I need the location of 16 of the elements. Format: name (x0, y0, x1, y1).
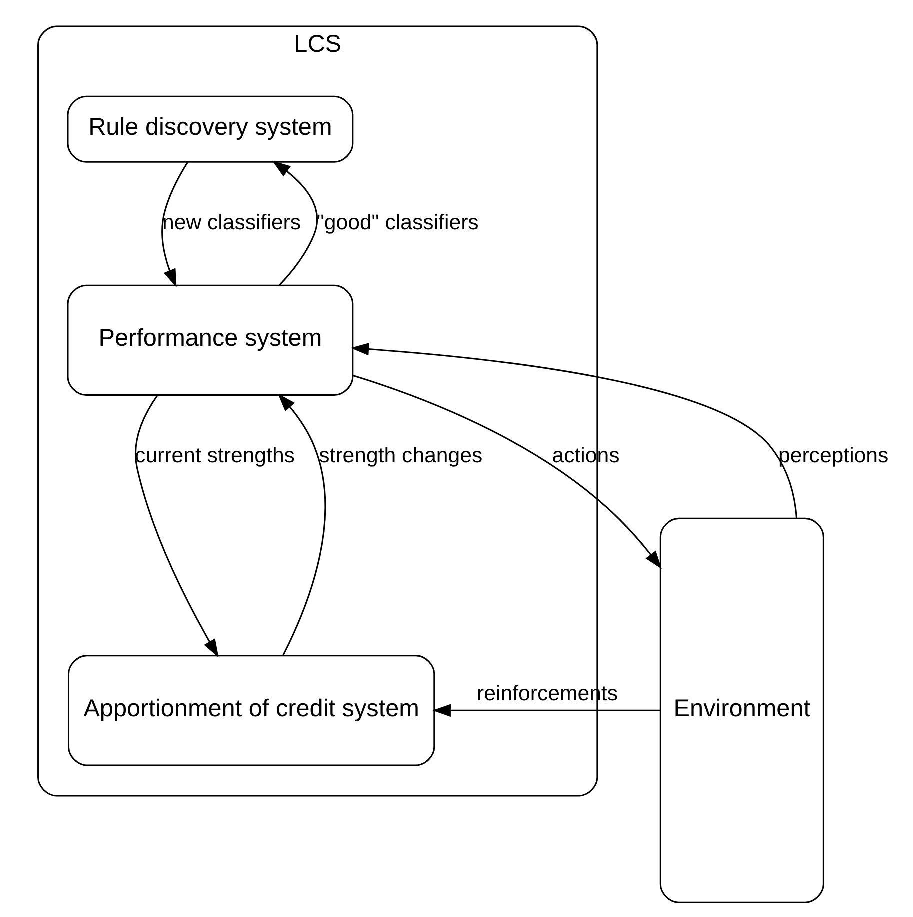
edge-label: current strengths (135, 444, 295, 468)
arrow (350, 342, 798, 518)
arrow (272, 160, 318, 286)
node-box: Performance system (67, 284, 354, 396)
edge-label: strength changes (319, 444, 483, 468)
edge-label: perceptions (778, 444, 889, 468)
arrow (162, 162, 189, 288)
node-box: Environment (660, 518, 824, 904)
edge-label: new classifiers (162, 210, 302, 235)
arrow (278, 394, 326, 656)
arrow (135, 395, 219, 658)
node-box: Apportionment of credit system (68, 655, 436, 766)
arrow (353, 375, 662, 570)
edge-label: "good" classifiers (316, 210, 479, 235)
node-box: Rule discovery system (67, 96, 354, 163)
arrow (432, 704, 660, 718)
